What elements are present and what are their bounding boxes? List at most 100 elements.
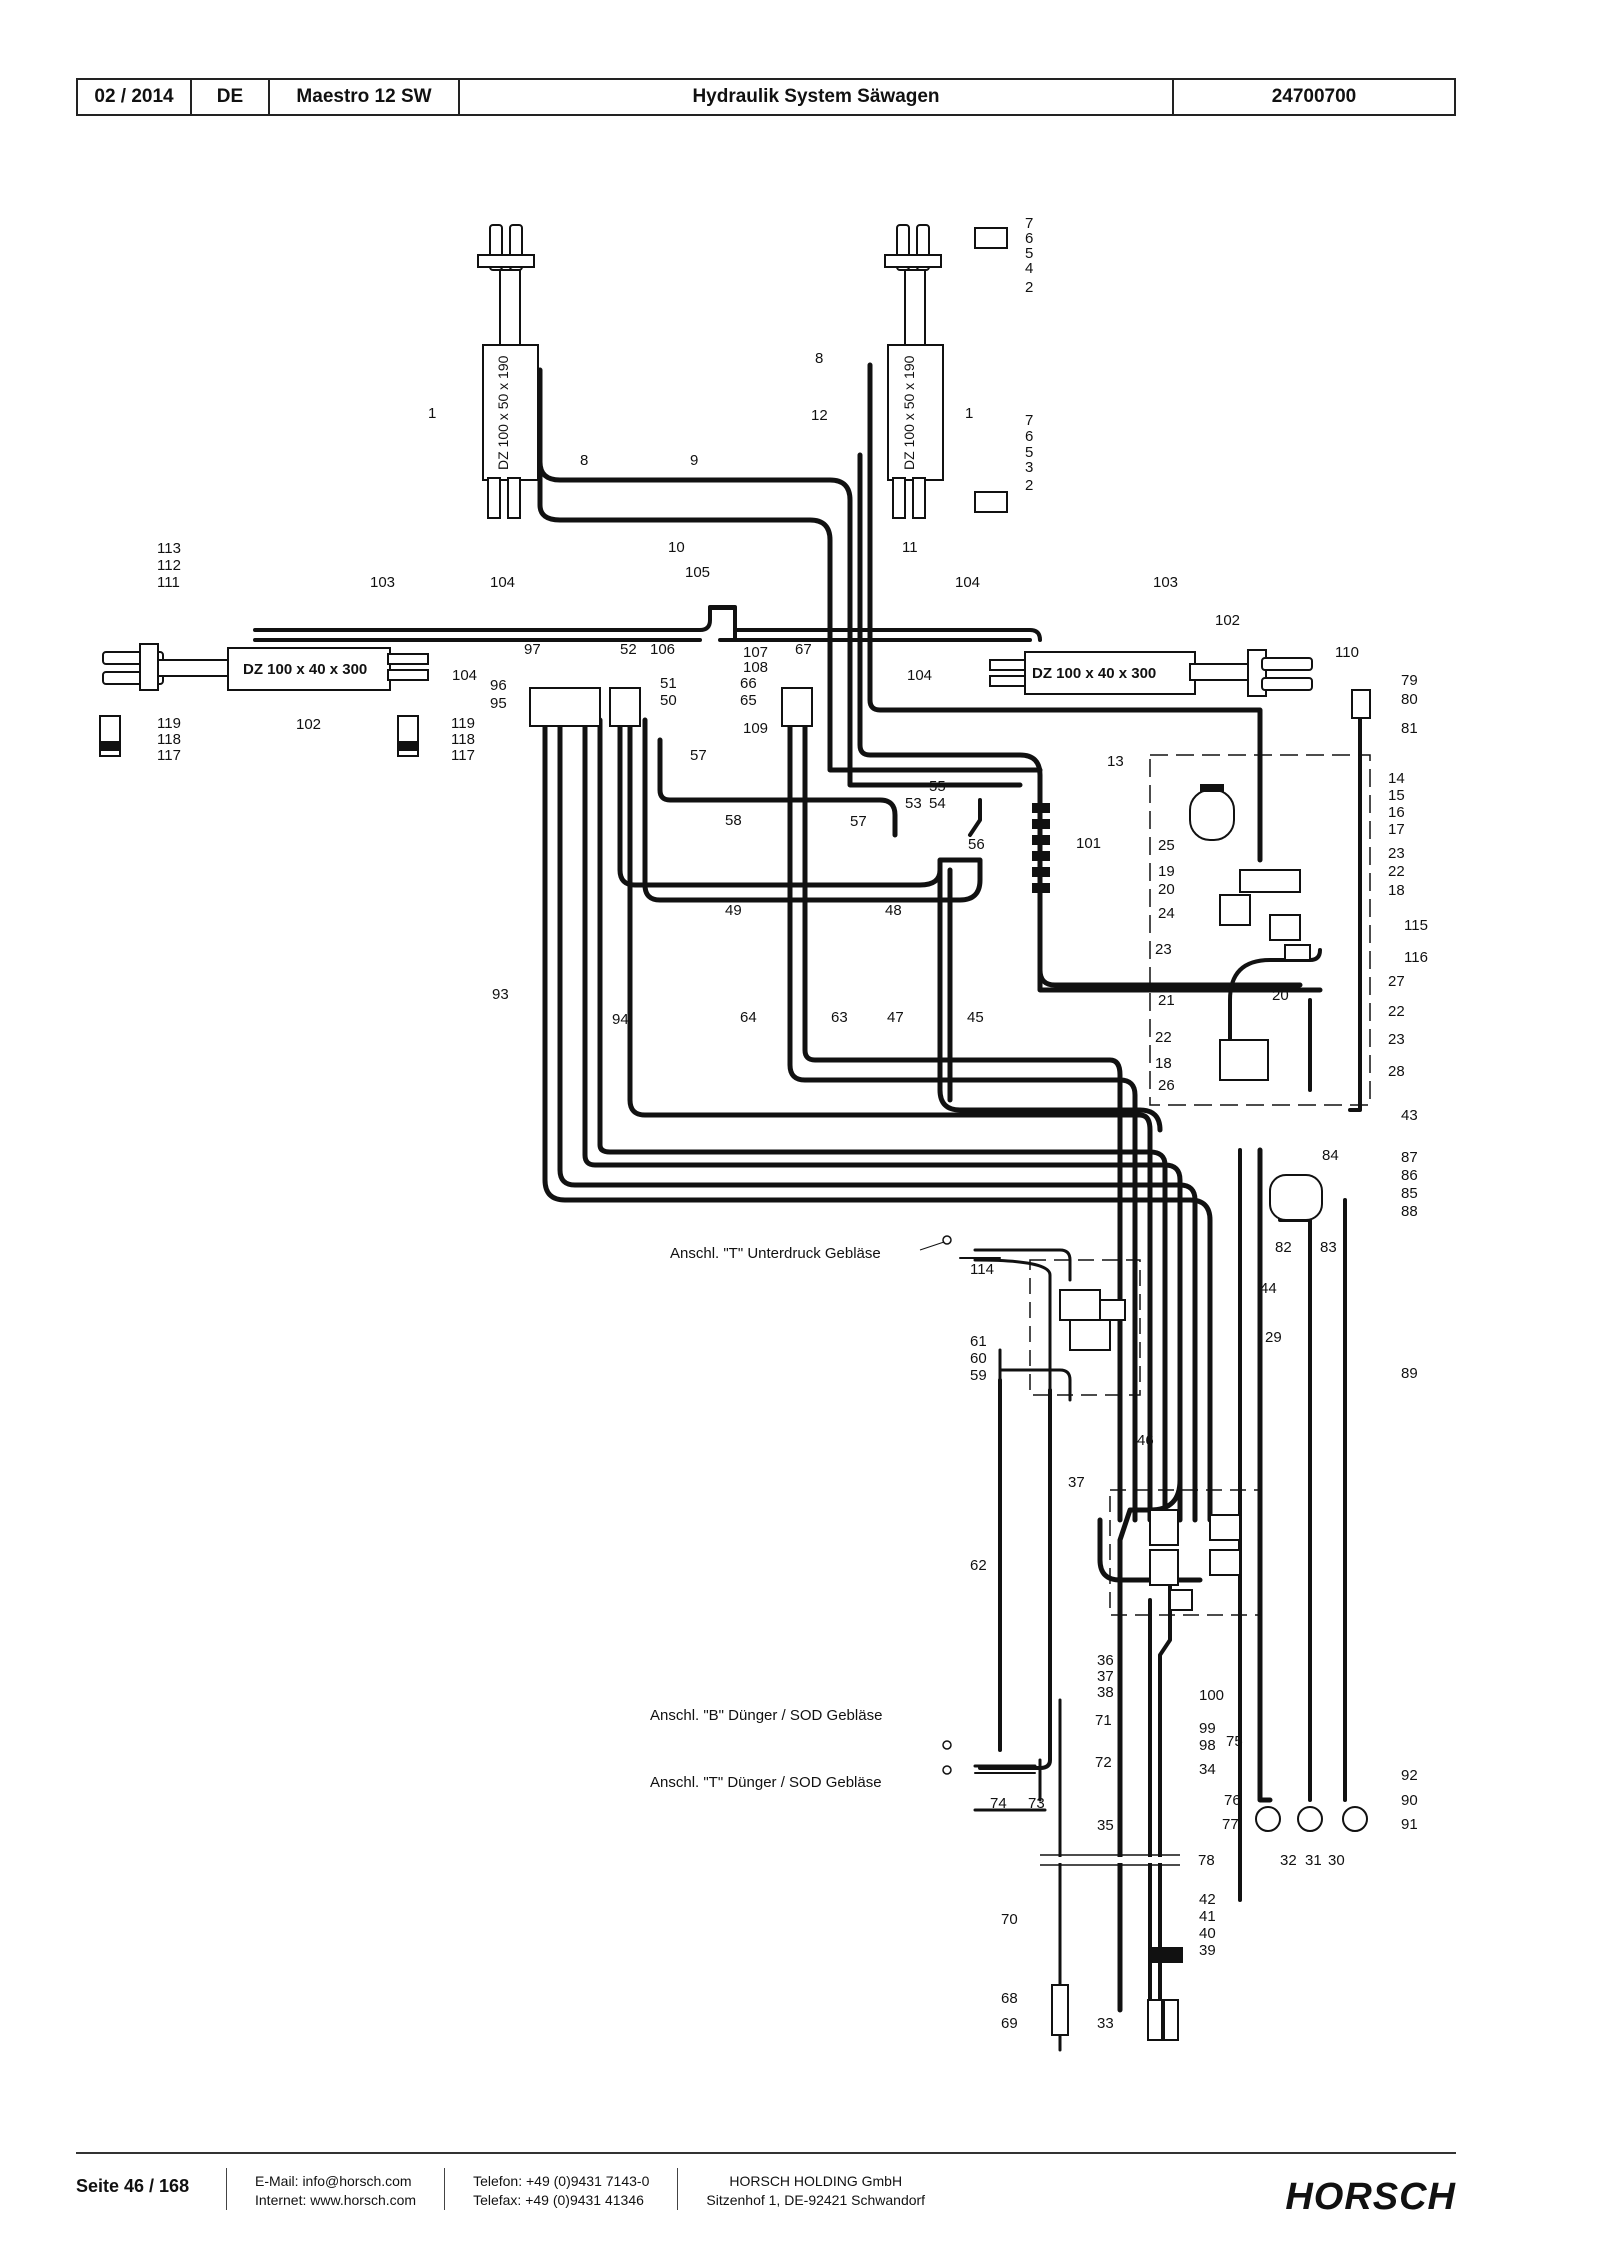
footer: Seite 46 / 168 E-Mail: info@horsch.com I… xyxy=(76,2168,1456,2228)
callout-9: 9 xyxy=(690,452,698,469)
callout-73: 73 xyxy=(1028,1795,1045,1812)
callout-61: 61 xyxy=(970,1333,987,1350)
callout-102: 102 xyxy=(296,716,321,733)
callout-90: 90 xyxy=(1401,1792,1418,1809)
callout-4: 4 xyxy=(1025,260,1033,277)
part-number: 24700700 xyxy=(1271,86,1357,107)
callout-6: 6 xyxy=(1025,428,1033,445)
callout-17: 17 xyxy=(1388,821,1405,838)
title-block: 02 / 2014 DE Maestro 12 SW Hydraulik Sys… xyxy=(76,78,1456,116)
callout-37: 37 xyxy=(1097,1668,1114,1685)
callout-117: 117 xyxy=(451,747,475,764)
callout-33: 33 xyxy=(1097,2015,1114,2032)
break-marks xyxy=(1040,1854,1180,1866)
horsch-logo: HORSCH xyxy=(1285,2176,1456,2218)
callout-29: 29 xyxy=(1265,1329,1282,1346)
model-cell: Maestro 12 SW xyxy=(270,80,460,114)
connection-label-t-duenger: Anschl. "T" Dünger / SOD Gebläse xyxy=(650,1774,882,1791)
callout-89: 89 xyxy=(1401,1365,1418,1382)
callout-113: 113 xyxy=(157,540,181,557)
date-cell: 02 / 2014 xyxy=(78,80,192,114)
callout-119: 119 xyxy=(157,715,181,732)
callout-86: 86 xyxy=(1401,1167,1418,1184)
callout-70: 70 xyxy=(1001,1911,1018,1928)
callout-57: 57 xyxy=(850,813,867,830)
accumulator xyxy=(1189,784,1235,841)
callout-42: 42 xyxy=(1199,1891,1216,1908)
callout-88: 88 xyxy=(1401,1203,1418,1220)
callout-22: 22 xyxy=(1388,1003,1405,1020)
callout-7: 7 xyxy=(1025,215,1033,232)
callout-67: 67 xyxy=(795,641,812,658)
callout-82: 82 xyxy=(1275,1239,1292,1256)
callout-40: 40 xyxy=(1199,1925,1216,1942)
callout-64: 64 xyxy=(740,1009,757,1026)
callout-22: 22 xyxy=(1155,1029,1172,1046)
callout-45: 45 xyxy=(967,1009,984,1026)
callout-108: 108 xyxy=(743,659,768,676)
callout-85: 85 xyxy=(1401,1185,1418,1202)
connection-label-unterdruck: Anschl. "T" Unterdruck Gebläse xyxy=(670,1245,881,1262)
callout-53: 53 xyxy=(905,795,922,812)
callout-116: 116 xyxy=(1404,949,1428,966)
hose-lines xyxy=(253,362,1362,2052)
callout-99: 99 xyxy=(1199,1720,1216,1737)
accumulator-82 xyxy=(1269,1174,1323,1221)
callout-103: 103 xyxy=(1153,574,1178,591)
callout-8: 8 xyxy=(580,452,588,469)
callout-28: 28 xyxy=(1388,1063,1405,1080)
control-block-dashed xyxy=(1029,1259,1141,1396)
callout-75: 75 xyxy=(1226,1733,1243,1750)
callout-41: 41 xyxy=(1199,1908,1216,1925)
callout-94: 94 xyxy=(612,1011,629,1028)
callout-74: 74 xyxy=(990,1795,1007,1812)
callout-6: 6 xyxy=(1025,230,1033,247)
callout-2: 2 xyxy=(1025,477,1033,494)
callout-14: 14 xyxy=(1388,770,1405,787)
callout-1: 1 xyxy=(965,405,973,422)
callout-44: 44 xyxy=(1260,1280,1277,1297)
callout-18: 18 xyxy=(1388,882,1405,899)
callout-97: 97 xyxy=(524,641,541,658)
callout-11: 11 xyxy=(902,539,918,556)
callout-24: 24 xyxy=(1158,905,1175,922)
callout-105: 105 xyxy=(685,564,710,581)
callout-93: 93 xyxy=(492,986,509,1003)
callout-102: 102 xyxy=(1215,612,1240,629)
callout-48: 48 xyxy=(885,902,902,919)
callout-92: 92 xyxy=(1401,1767,1418,1784)
callout-68: 68 xyxy=(1001,1990,1018,2007)
callout-13: 13 xyxy=(1107,753,1124,770)
callout-34: 34 xyxy=(1199,1761,1216,1778)
callout-69: 69 xyxy=(1001,2015,1018,2032)
bottom-couplers xyxy=(1051,1947,1183,2041)
callout-3: 3 xyxy=(1025,459,1033,476)
valve-blocks xyxy=(1219,869,1311,1081)
pressure-gauges xyxy=(1255,1806,1368,1832)
company-name: HORSCH HOLDING GmbH xyxy=(729,2173,903,2189)
callout-83: 83 xyxy=(1320,1239,1337,1256)
callout-39: 39 xyxy=(1199,1942,1216,1959)
callout-23: 23 xyxy=(1388,1031,1405,1048)
cylinder-label-upper-right: DZ 100 x 50 x 190 xyxy=(901,355,917,470)
callout-71: 71 xyxy=(1095,1712,1112,1729)
callout-20: 20 xyxy=(1272,987,1289,1004)
page-number: Seite 46 / 168 xyxy=(76,2176,190,2196)
callout-118: 118 xyxy=(451,731,475,748)
callout-27: 27 xyxy=(1388,973,1405,990)
cylinder-label-lower-right: DZ 100 x 40 x 300 xyxy=(1032,665,1156,682)
callout-101: 101 xyxy=(1076,835,1101,852)
callout-5: 5 xyxy=(1025,444,1033,461)
callout-103: 103 xyxy=(370,574,395,591)
callout-104: 104 xyxy=(907,667,932,684)
callout-104: 104 xyxy=(955,574,980,591)
callout-25: 25 xyxy=(1158,837,1175,854)
callout-7: 7 xyxy=(1025,412,1033,429)
callout-66: 66 xyxy=(740,675,757,692)
control-block-valves xyxy=(1059,1289,1126,1351)
callout-16: 16 xyxy=(1388,804,1405,821)
callout-119: 119 xyxy=(451,715,475,732)
callout-35: 35 xyxy=(1097,1817,1114,1834)
